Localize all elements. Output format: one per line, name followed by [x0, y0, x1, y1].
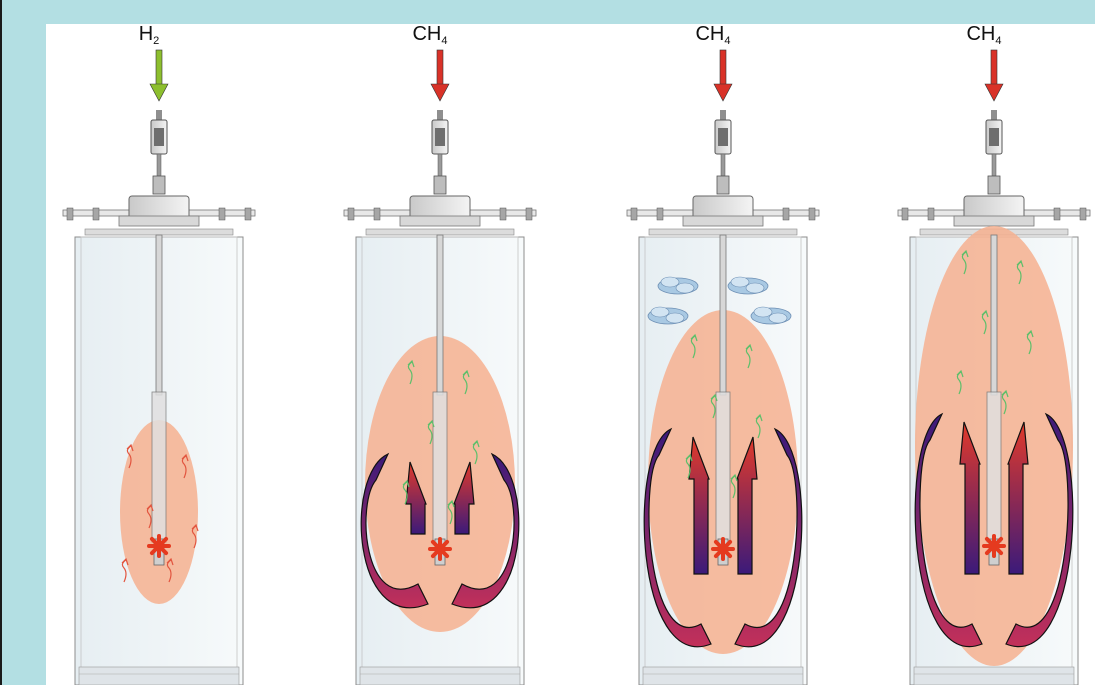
- gas-label: CH4: [695, 24, 730, 47]
- spark-icon: [984, 536, 1004, 556]
- gas-inlet-arrow: [985, 50, 1003, 101]
- gas-label-subscript: 4: [724, 35, 730, 47]
- diagram-panel: H2 CH4 CH4 CH4: [46, 24, 1095, 685]
- reactor-stage-2: CH4: [344, 24, 536, 685]
- reactor-lid: [63, 196, 255, 235]
- spark-icon: [149, 536, 169, 556]
- reactor-lid: [627, 196, 819, 235]
- left-frame-border: [0, 0, 2, 685]
- reactor-stage-4: CH4: [898, 24, 1090, 685]
- gas-valve: [432, 110, 448, 194]
- gas-valve: [715, 110, 731, 194]
- reactor-stage-1: H2: [63, 24, 255, 685]
- gas-label: CH4: [412, 24, 447, 47]
- gas-label-subscript: 4: [441, 35, 447, 47]
- reactor-lid: [344, 196, 536, 235]
- gas-label-subscript: 4: [995, 35, 1001, 47]
- gas-valve: [151, 110, 167, 194]
- gas-label-subscript: 2: [153, 35, 159, 47]
- gas-inlet-arrow: [431, 50, 449, 101]
- reactor-stage-3: CH4: [627, 24, 819, 685]
- gas-label: H2: [139, 24, 160, 47]
- gas-valve: [986, 110, 1002, 194]
- gas-label: CH4: [966, 24, 1001, 47]
- reactor-diagram: H2 CH4 CH4 CH4: [46, 24, 1095, 685]
- gas-inlet-arrow: [150, 50, 168, 101]
- gas-inlet-arrow: [714, 50, 732, 101]
- spark-icon: [430, 539, 450, 559]
- spark-icon: [713, 539, 733, 559]
